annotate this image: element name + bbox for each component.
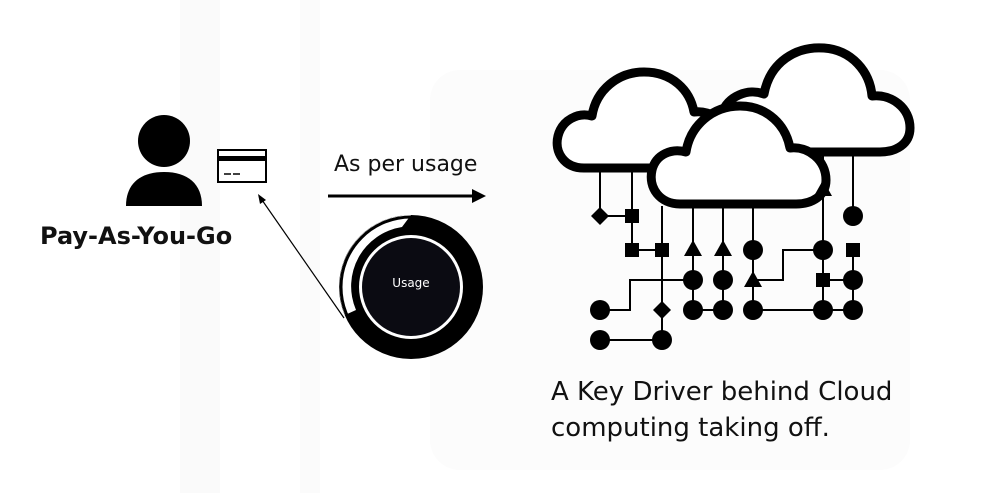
arrow-head-icon — [472, 189, 486, 203]
cloud-caption-line1: A Key Driver behind Cloud — [551, 377, 893, 407]
cloud-caption: A Key Driver behind Cloud computing taki… — [551, 374, 892, 446]
gauge-to-card-arrow — [261, 199, 345, 319]
gauge-center-label: Usage — [392, 276, 430, 290]
credit-card-icon — [217, 149, 267, 183]
cloud-caption-line2: computing taking off. — [551, 413, 830, 443]
user-icon — [126, 115, 202, 206]
gauge-center — [362, 238, 460, 336]
payg-label: Pay-As-You-Go — [40, 222, 233, 250]
usage-arrow-label: As per usage — [334, 152, 478, 177]
